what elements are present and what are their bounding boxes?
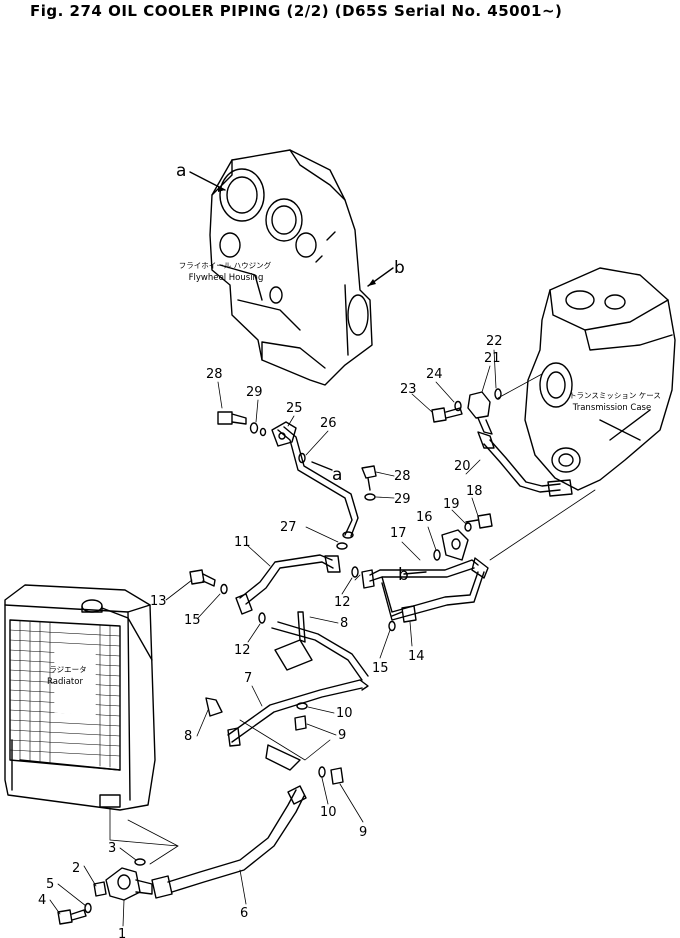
o-ring-12b [258,612,266,624]
part-label: 9 [338,728,346,743]
part-label: 3 [108,841,116,856]
part-label: 28 [206,367,223,382]
part-label: 1 [118,927,126,938]
part-label: 15 [372,661,389,676]
flywheel-housing-jp-label: フライホイール ハウジング [179,260,272,270]
part-label: 2 [72,861,80,876]
part-label: 12 [334,595,351,610]
bolt-2-drawing [93,881,107,897]
part-label: 29 [394,492,411,507]
part-label: 8 [340,616,348,631]
bolt-18-drawing [464,513,493,532]
figure-title: Fig. 274 OIL COOLER PIPING (2/2) (D65S S… [30,2,563,20]
leader-lines [49,349,497,927]
part-label: 8 [184,729,192,744]
ref-b-top: b [394,258,405,278]
washer-10a [296,702,308,710]
washer-10b [318,766,326,778]
part-label: 20 [454,459,471,474]
o-ring-26 [298,452,306,464]
part-label: 15 [184,613,201,628]
part-label: 13 [150,594,167,609]
fitting-1-drawing [105,858,153,901]
flywheel-housing-drawing [209,149,373,386]
part-label: 27 [280,520,297,535]
part-label: 23 [400,382,417,397]
radiator-label: Radiator [47,677,83,687]
radiator-drawing [4,584,156,811]
ref-a-lower: a [332,465,342,485]
o-ring-12a [351,566,359,578]
o-ring-22 [494,388,502,400]
part-label: 21 [484,351,501,366]
part-label: 18 [466,484,483,499]
hose-6-drawing [151,785,307,899]
part-label: 19 [443,497,460,512]
pipe-25-drawing [271,421,359,539]
pipe-7-drawing [205,611,369,771]
transmission-case-drawing [524,267,676,491]
part-label: 12 [234,643,251,658]
ref-b-lower: b [398,565,409,585]
part-label: 6 [240,906,248,921]
part-label: 9 [359,825,367,840]
bolt-23-drawing [431,400,463,423]
o-ring-17 [433,549,441,561]
part-label: 24 [426,367,443,382]
part-label: 5 [46,877,54,892]
flywheel-housing-label: Flywheel Housing [189,273,264,283]
part-label: 11 [234,535,251,550]
radiator-jp-label: ラジエータ [49,665,86,674]
part-label: 28 [394,469,411,484]
part-label: 22 [486,334,503,349]
part-label: 4 [38,893,46,908]
bolt-28b-drawing [361,465,377,501]
part-label: 14 [408,649,425,664]
transmission-case-jp-label: トランスミッション ケース [569,391,661,400]
bolt-28-drawing [217,411,267,437]
nut-9b [330,767,344,785]
part-label: 16 [416,510,433,525]
pipe-16-drawing [361,529,489,621]
o-ring-27 [336,542,348,550]
bolt-13-drawing [189,569,228,595]
ref-a-top: a [176,161,186,181]
ref-a-arrow [311,461,333,471]
part-label: 25 [286,401,303,416]
pipe-11-drawing [235,554,341,615]
nut-9a [294,715,307,731]
part-label: 17 [390,526,407,541]
part-label: 7 [244,671,252,686]
part-label: 29 [246,385,263,400]
bolt-14-drawing [388,605,417,632]
ref-b-arrow [403,571,427,575]
transmission-case-label: Transmission Case [572,403,651,413]
part-label: 10 [320,805,337,820]
bolt-4-drawing [57,902,92,925]
part-label: 10 [336,706,353,721]
part-label: 26 [320,416,337,431]
part-labels: 1 2 3 4 5 6 7 8 8 9 9 10 10 11 12 12 13 … [38,334,503,938]
